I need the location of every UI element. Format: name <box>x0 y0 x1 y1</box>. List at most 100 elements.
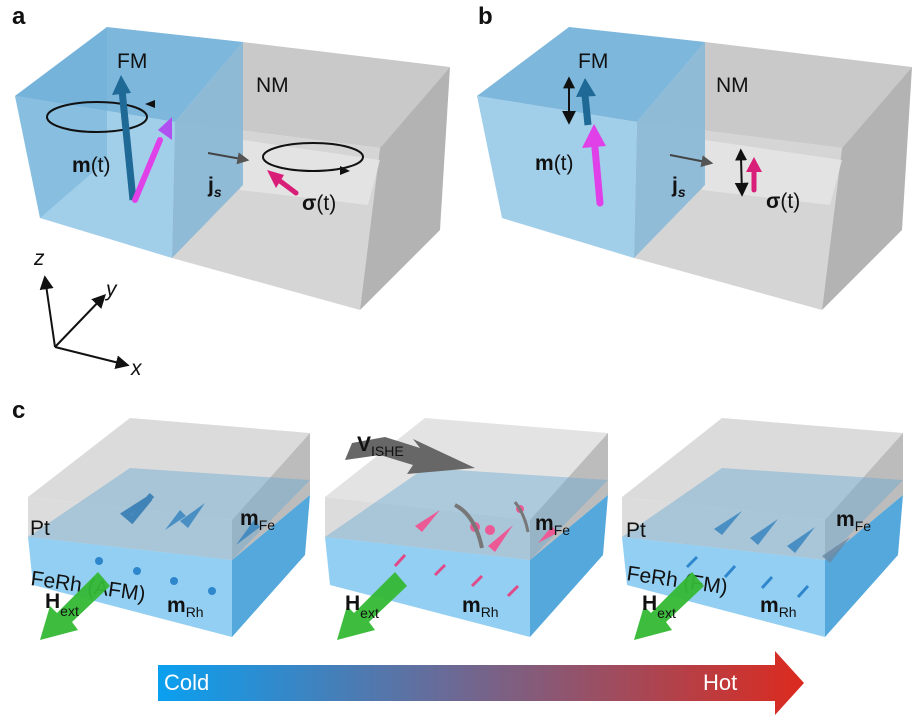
oscillation-arrow-nm <box>734 148 749 197</box>
fe-moment-arrow <box>415 510 440 532</box>
m-rh-label: mRh <box>760 594 797 620</box>
js-label-b: js <box>671 174 686 200</box>
nm-highlight <box>240 140 380 205</box>
h-ext-arrow <box>40 572 110 640</box>
pt-front-face <box>325 497 530 560</box>
fe-moments-transition <box>415 505 557 552</box>
panel-c-label: c <box>12 397 25 424</box>
fe-moment-arrow <box>119 492 155 525</box>
fe-moment-arrow <box>488 525 513 552</box>
y-axis-label: y <box>104 278 118 301</box>
pt-top-face <box>28 418 310 520</box>
m-t-label-b: m(t) <box>535 152 574 175</box>
z-axis-label: z <box>33 247 45 270</box>
ferh-side-face <box>232 495 310 637</box>
rh-moment-arrow <box>723 564 737 579</box>
fm-top-face-b <box>477 27 705 122</box>
precession-loop-fm <box>46 101 148 133</box>
rh-moments-transition <box>393 553 520 598</box>
pt-side-face <box>825 433 903 560</box>
panel-a-label: a <box>12 3 26 30</box>
nm-label-a: NM <box>256 74 289 97</box>
pt-side-face <box>530 433 608 560</box>
v-ishe-arrow <box>345 437 475 474</box>
sigma-arrow-head-b <box>746 157 762 172</box>
m-oscillating-head <box>582 124 606 148</box>
m-rh-label: mRh <box>167 594 204 620</box>
sigma-t-label-a: σ(t) <box>302 192 336 215</box>
m-t-label-a: m(t) <box>72 154 111 177</box>
panel-a: a FM NM m(t) js <box>12 3 450 380</box>
fe-moments <box>119 492 260 545</box>
pt-front-face <box>28 497 232 560</box>
h-ext-label: Hext <box>642 592 676 621</box>
rh-moment-arrow <box>760 575 774 590</box>
nm-side-face-b <box>822 67 912 310</box>
m-rh-label: mRh <box>462 594 499 620</box>
panel-b-label: b <box>478 3 493 30</box>
fe-moment-arrow <box>165 510 186 530</box>
nm-side-face <box>360 67 450 310</box>
fe-moment-arrow <box>822 537 850 563</box>
h-ext-arrow <box>337 572 407 640</box>
pt-top-face <box>622 418 903 520</box>
fe-moment-arrow <box>750 519 778 545</box>
temperature-gradient-arrow <box>158 651 804 715</box>
precession-loop-nm <box>262 142 364 172</box>
js-label-a: js <box>207 174 222 200</box>
m-equilibrium-arrow <box>118 89 137 201</box>
rotation-arrow <box>454 503 484 549</box>
sigma-arrow-head-a <box>267 170 284 188</box>
fe-moment-arrow <box>714 511 742 535</box>
rh-moment-dot <box>208 587 216 595</box>
fe-moment-arrow <box>787 527 815 553</box>
nm-top-face <box>175 42 450 148</box>
rh-moments-fm <box>685 555 810 599</box>
rotation-arrow <box>513 501 530 533</box>
ferh-side-face <box>825 495 903 637</box>
rh-moment-arrow <box>433 563 447 577</box>
h-ext-label: Hext <box>45 590 79 619</box>
sigma-direction-icon <box>340 166 350 175</box>
m-arrow-head <box>112 75 131 95</box>
rh-moment-dot <box>133 567 141 575</box>
rh-moment-arrow <box>796 584 810 599</box>
bilayer-box-hot: Pt FeRh (FM) mFe mRh Hext <box>622 418 903 640</box>
fm-label-a: FM <box>117 50 147 73</box>
fm-side-face <box>172 42 243 258</box>
m-oscillating-arrow <box>591 144 604 207</box>
ferh-front-face <box>325 537 530 637</box>
cold-label: Cold <box>164 670 209 695</box>
rh-moment-dot <box>95 557 103 565</box>
spin-current-arrow-b <box>669 154 714 168</box>
rh-moment-arrow <box>393 553 407 568</box>
pt-label: Pt <box>30 517 50 540</box>
m-precessing-head <box>158 117 172 140</box>
bilayer-box-cold: Pt FeRh (AFM) mFe mRh Hext <box>28 418 310 640</box>
z-axis <box>39 275 56 348</box>
panel-c: c Pt FeRh (AFM) mFe <box>12 397 903 715</box>
m-arrow-head-b <box>576 78 596 97</box>
x-axis-label: x <box>130 357 143 380</box>
ferh-side-face <box>530 495 608 637</box>
m-precessing-arrow <box>132 137 163 203</box>
fm-block <box>15 27 243 258</box>
rh-moment-arrow <box>685 555 699 569</box>
rh-moments-afm <box>95 557 216 595</box>
fe-moments-fm <box>714 511 850 563</box>
precession-direction-icon <box>145 100 155 108</box>
ferh-top-interface <box>622 468 903 560</box>
fm-side-face-b <box>634 42 705 258</box>
ferh-top-interface <box>28 468 310 560</box>
fe-moment-arrow <box>180 503 205 528</box>
nm-top-face-b <box>637 42 912 148</box>
pt-label: Pt <box>626 519 646 542</box>
fm-label-b: FM <box>578 50 608 73</box>
x-axis <box>54 346 130 370</box>
coordinate-axes: z y x <box>33 247 143 380</box>
hot-label: Hot <box>703 670 737 695</box>
m-fe-label: mFe <box>836 508 871 534</box>
fe-moment-arrow <box>485 525 495 535</box>
h-ext-label: Hext <box>345 592 379 621</box>
